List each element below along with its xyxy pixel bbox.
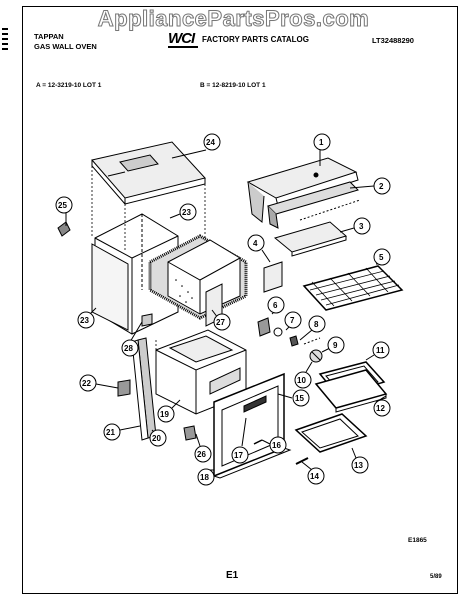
catalog-date: 5/89 [430, 574, 442, 580]
lot-b-label: B = 12-8219-10 LOT 1 [200, 82, 266, 89]
door-hinge [117, 379, 131, 397]
wci-logo: WCI [168, 30, 195, 47]
callout-26: 26 [197, 450, 206, 459]
oven-liner [148, 234, 248, 327]
callout-9: 9 [333, 341, 338, 350]
callout-8: 8 [314, 320, 319, 329]
top-cover [246, 157, 359, 223]
callout-14: 14 [310, 472, 319, 481]
clip-26 [183, 425, 197, 441]
light-assembly [309, 349, 323, 363]
callout-27: 27 [216, 318, 225, 327]
callout-21: 21 [106, 428, 115, 437]
drip-pan [294, 413, 368, 453]
door-screw-16 [253, 439, 263, 445]
cabinet-body [91, 213, 179, 335]
exploded-parts-diagram: 24 1 2 3 4 5 6 7 8 9 10 11 12 13 14 15 1… [55, 133, 404, 486]
oven-rack [302, 265, 404, 311]
product-name: GAS WALL OVEN [34, 42, 97, 51]
callout-16: 16 [272, 441, 281, 450]
callout-22: 22 [82, 379, 91, 388]
binding-marks [2, 28, 8, 53]
callout-28: 28 [124, 344, 133, 353]
top-panel [91, 141, 206, 206]
callout-20: 20 [152, 434, 161, 443]
callout-10: 10 [297, 376, 306, 385]
callout-labels: 24 1 2 3 4 5 6 7 8 9 10 11 12 13 14 15 1… [55, 133, 391, 486]
callout-12: 12 [376, 404, 385, 413]
catalog-title: FACTORY PARTS CATALOG [202, 35, 309, 44]
callout-15: 15 [295, 394, 304, 403]
side-trim [131, 337, 157, 441]
logo-underline [168, 46, 198, 48]
callout-4: 4 [253, 239, 258, 248]
callout-19: 19 [160, 410, 169, 419]
callout-24: 24 [206, 138, 215, 147]
callout-23-top: 23 [182, 208, 191, 217]
brand-block: TAPPAN GAS WALL OVEN [34, 32, 97, 52]
callout-6: 6 [273, 301, 278, 310]
support-bracket [267, 181, 361, 229]
screw-14 [295, 457, 309, 465]
watermark-text: AppliancePartsPros.com [97, 6, 370, 32]
valve-assembly [257, 317, 321, 347]
callout-17: 17 [234, 451, 243, 460]
document-number: LT32488290 [372, 36, 414, 45]
callout-23-side: 23 [80, 316, 89, 325]
alignment-lines [91, 166, 206, 394]
page-number: E1 [226, 570, 239, 581]
bracket-28 [141, 313, 153, 327]
callout-18: 18 [200, 473, 209, 482]
callout-25: 25 [58, 201, 67, 210]
callout-7: 7 [290, 316, 295, 325]
figure-id: E1865 [408, 537, 427, 544]
brand-name: TAPPAN [34, 32, 64, 41]
vent-panel [263, 261, 283, 293]
callout-11: 11 [376, 346, 385, 355]
broiler-pan [314, 369, 388, 413]
callout-2: 2 [379, 182, 384, 191]
lot-a-label: A = 12-3219-10 LOT 1 [36, 82, 102, 89]
oven-door [213, 372, 292, 479]
callout-1: 1 [319, 138, 324, 147]
callout-3: 3 [359, 222, 364, 231]
clip-25 [57, 221, 71, 237]
callout-5: 5 [379, 253, 384, 262]
callout-13: 13 [354, 461, 363, 470]
shelf [273, 221, 348, 257]
